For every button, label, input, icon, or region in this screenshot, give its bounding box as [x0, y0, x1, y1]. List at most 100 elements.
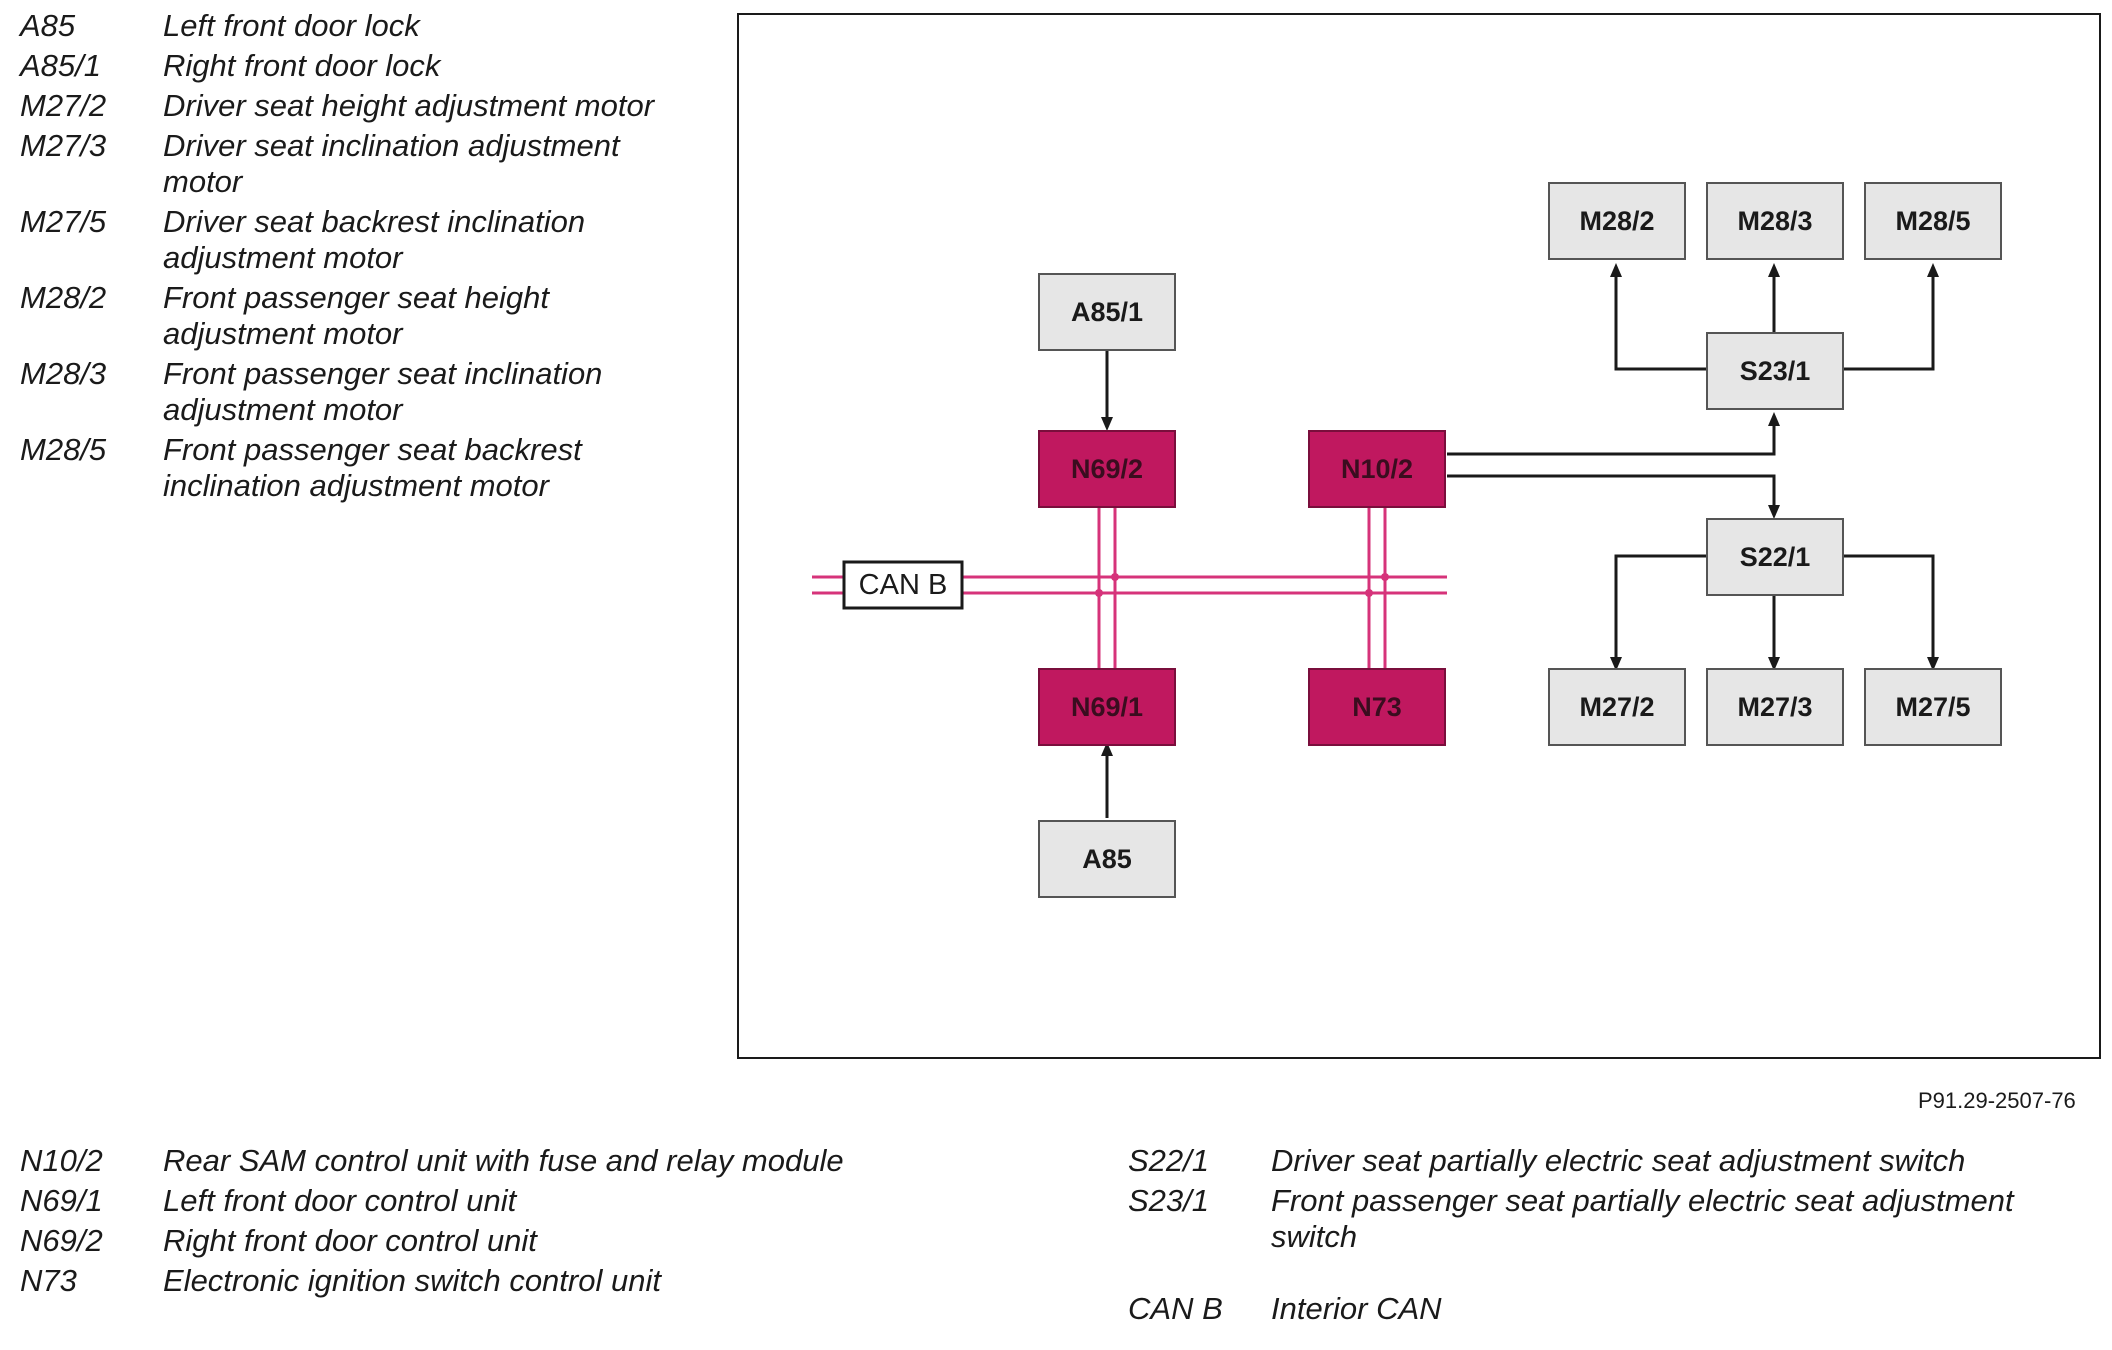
legend-item: N69/1 Left front door control unit: [20, 1183, 1080, 1219]
node-label: N69/2: [1071, 454, 1143, 484]
wire-s22-1-m27-5: [1824, 554, 1935, 659]
node-m28-3: M28/3: [1706, 182, 1844, 260]
legend-code: M28/3: [20, 356, 107, 391]
can-junction: [1381, 573, 1389, 581]
can-junction: [1365, 589, 1373, 597]
node-box: [1038, 820, 1176, 898]
node-n10-2: N10/2: [1308, 430, 1446, 508]
wire-s23-1-m28-2: [1614, 273, 1724, 371]
node-box: [1864, 668, 2002, 746]
wire-s23-1-m28-5: [1824, 273, 1935, 371]
wire-s22-1-m27-2: [1614, 554, 1724, 659]
legend-text: Front passenger seat inclination adjustm…: [163, 356, 603, 427]
node-n69-1: N69/1: [1038, 668, 1176, 746]
legend-code: S23/1: [1128, 1183, 1210, 1218]
node-box: [1864, 182, 2002, 260]
legend-item: M27/2 Driver seat height adjustment motor: [20, 88, 660, 124]
legend-code: N69/2: [20, 1223, 103, 1258]
node-n69-2: N69/2: [1038, 430, 1176, 508]
legend-item: S23/1 Front passenger seat partially elec…: [1128, 1183, 2078, 1255]
legend-bottom-right: S22/1 Driver seat partially electric seat…: [1128, 1143, 2078, 1331]
legend-code: N10/2: [20, 1143, 103, 1178]
can-junction: [1095, 589, 1103, 597]
node-label: N10/2: [1341, 454, 1413, 484]
node-m27-5: M27/5: [1864, 668, 2002, 746]
legend-text: Front passenger seat partially electric …: [1271, 1183, 2014, 1254]
legend-item: M28/3 Front passenger seat inclination ad…: [20, 356, 660, 428]
legend-item: M28/5 Front passenger seat backrest incli…: [20, 432, 660, 504]
can-junction: [1111, 573, 1119, 581]
node-box: [1038, 668, 1176, 746]
legend-text: Rear SAM control unit with fuse and rela…: [163, 1143, 844, 1178]
node-m28-2: M28/2: [1548, 182, 1686, 260]
legend-code: A85/1: [20, 48, 102, 83]
node-box: [1038, 430, 1176, 508]
legend-code: N69/1: [20, 1183, 103, 1218]
legend-text: Left front door control unit: [163, 1183, 517, 1218]
legend-text: Right front door lock: [163, 48, 441, 83]
node-box: [1706, 182, 1844, 260]
wire-n10-2-s23-1: [1447, 423, 1776, 456]
arrowhead: [1768, 657, 1780, 671]
node-box: [1706, 668, 1844, 746]
legend-code: CAN B: [1128, 1291, 1223, 1326]
node-label: M28/5: [1895, 206, 1970, 236]
diagram-frame: CAN B: [737, 13, 2101, 1059]
node-box: [1706, 518, 1844, 596]
wiring: [1101, 263, 1939, 818]
arrowhead: [1927, 657, 1939, 671]
node-label: M27/3: [1737, 692, 1812, 722]
legend-code: S22/1: [1128, 1143, 1210, 1178]
legend-code: A85: [20, 8, 76, 43]
legend-bottom-left: N10/2 Rear SAM control unit with fuse and…: [20, 1143, 1080, 1303]
legend-text: Left front door lock: [163, 8, 420, 43]
node-box: [1548, 182, 1686, 260]
node-n73: N73: [1308, 668, 1446, 746]
node-a85: A85: [1038, 820, 1176, 898]
arrowhead: [1768, 263, 1780, 277]
node-m28-5: M28/5: [1864, 182, 2002, 260]
legend-text: Front passenger seat backrest inclinatio…: [163, 432, 582, 503]
can-b-label: CAN B: [859, 569, 948, 601]
wire-n10-2-s22-1: [1447, 474, 1776, 506]
node-a85-1: A85/1: [1038, 273, 1176, 351]
node-box: [1038, 273, 1176, 351]
legend-code: M28/2: [20, 280, 107, 315]
node-label: N69/1: [1071, 692, 1143, 722]
legend-item: N10/2 Rear SAM control unit with fuse and…: [20, 1143, 1080, 1179]
legend-code: M28/5: [20, 432, 107, 467]
node-label: M27/2: [1579, 692, 1654, 722]
legend-text: Driver seat inclination adjustment motor: [163, 128, 620, 199]
node-m27-3: M27/3: [1706, 668, 1844, 746]
legend-code: M27/2: [20, 88, 107, 123]
node-label: N73: [1352, 692, 1402, 722]
legend-item: A85 Left front door lock: [20, 8, 660, 44]
node-s22-1: S22/1: [1706, 518, 1844, 596]
arrowhead: [1927, 263, 1939, 277]
legend-item: M28/2 Front passenger seat height adjustm…: [20, 280, 660, 352]
legend-item: S22/1 Driver seat partially electric seat…: [1128, 1143, 2078, 1179]
node-box: [1308, 430, 1446, 508]
node-label: S23/1: [1740, 356, 1811, 386]
arrowhead: [1610, 263, 1622, 277]
figure-id: P91.29-2507-76: [1918, 1088, 2076, 1113]
node-label: A85/1: [1071, 297, 1143, 327]
legend-text: Interior CAN: [1271, 1291, 1442, 1326]
legend-code: M27/5: [20, 204, 107, 239]
block-diagram: CAN B: [812, 182, 2002, 898]
legend-text: Driver seat height adjustment motor: [163, 88, 655, 123]
arrowhead: [1610, 657, 1622, 671]
legend-text: Driver seat partially electric seat adju…: [1271, 1143, 1966, 1178]
legend-text: Front passenger seat height adjustment m…: [163, 280, 550, 351]
legend-item: CAN B Interior CAN: [1128, 1291, 2078, 1327]
node-s23-1: S23/1: [1706, 332, 1844, 410]
legend-item: M27/5 Driver seat backrest inclination ad…: [20, 204, 660, 276]
node-box: [1308, 668, 1446, 746]
legend-top: A85 Left front door lock A85/1 Right front…: [20, 8, 660, 508]
arrowhead: [1101, 417, 1113, 431]
legend-text: Driver seat backrest inclination adjustm…: [163, 204, 586, 275]
node-box: [1706, 332, 1844, 410]
node-box: [1548, 668, 1686, 746]
